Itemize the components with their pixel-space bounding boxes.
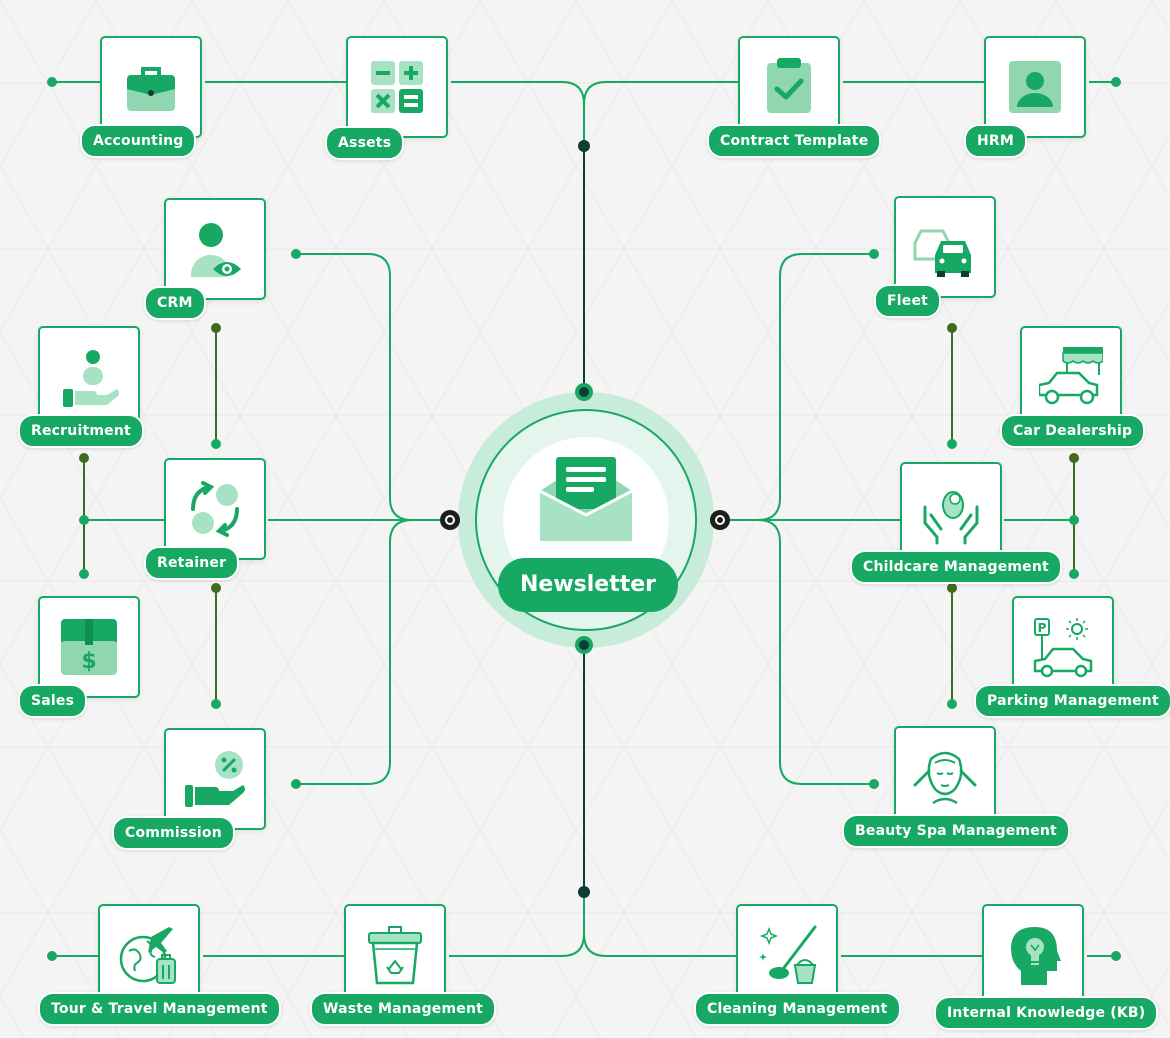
- module-beauty-spa[interactable]: [894, 726, 996, 828]
- svg-text:P: P: [1038, 621, 1047, 635]
- module-waste-label[interactable]: Waste Management: [310, 992, 497, 1026]
- module-retainer[interactable]: [164, 458, 266, 560]
- module-parking[interactable]: P: [1012, 596, 1114, 698]
- module-fleet[interactable]: [894, 196, 996, 298]
- module-assets-label[interactable]: Assets: [325, 126, 405, 160]
- module-fleet-label[interactable]: Fleet: [874, 284, 942, 318]
- module-tour-travel-label[interactable]: Tour & Travel Management: [38, 992, 281, 1026]
- spa-face-icon: [913, 751, 977, 805]
- clipboard-check-icon: [767, 58, 811, 113]
- module-tour-travel[interactable]: [98, 904, 200, 1006]
- module-sales-label[interactable]: Sales: [18, 684, 88, 718]
- cycle-icon: [191, 481, 239, 537]
- module-crm[interactable]: [164, 198, 266, 300]
- module-commission-label[interactable]: Commission: [112, 816, 235, 850]
- module-beauty-spa-label[interactable]: Beauty Spa Management: [842, 814, 1070, 848]
- calculator-icon: [371, 61, 423, 113]
- car-shop-icon: [1039, 347, 1103, 405]
- module-contract-template[interactable]: [738, 36, 840, 138]
- module-contract-template-label[interactable]: Contract Template: [707, 124, 882, 158]
- globe-plane-icon: [119, 927, 176, 984]
- svg-text:$: $: [81, 649, 96, 674]
- envelope-letter-icon: [539, 457, 633, 541]
- module-parking-label[interactable]: Parking Management: [974, 684, 1170, 718]
- module-internal-kb-label[interactable]: Internal Knowledge (KB): [934, 996, 1159, 1030]
- parking-car-icon: P: [1033, 618, 1093, 678]
- recycle-bin-icon: [368, 926, 422, 985]
- module-cleaning[interactable]: [736, 904, 838, 1006]
- module-childcare[interactable]: [900, 462, 1002, 564]
- module-assets[interactable]: [346, 36, 448, 138]
- briefcase-icon: [127, 67, 175, 111]
- module-commission[interactable]: [164, 728, 266, 830]
- cleaning-bucket-icon: [759, 925, 817, 984]
- module-car-dealership-label[interactable]: Car Dealership: [1000, 414, 1146, 448]
- module-sales[interactable]: $: [38, 596, 140, 698]
- hand-percent-icon: [185, 751, 245, 807]
- module-cleaning-label[interactable]: Cleaning Management: [694, 992, 901, 1026]
- module-accounting[interactable]: [100, 36, 202, 138]
- baby-hands-icon: [923, 491, 979, 545]
- module-car-dealership[interactable]: [1020, 326, 1122, 428]
- box-dollar-icon: $: [61, 619, 117, 675]
- module-crm-label[interactable]: CRM: [144, 286, 206, 320]
- head-bulb-icon: [1011, 927, 1061, 985]
- module-internal-kb[interactable]: [982, 904, 1084, 1006]
- module-hrm[interactable]: [984, 36, 1086, 138]
- module-waste[interactable]: [344, 904, 446, 1006]
- user-badge-icon: [1009, 61, 1061, 113]
- module-accounting-label[interactable]: Accounting: [80, 124, 197, 158]
- module-hrm-label[interactable]: HRM: [964, 124, 1028, 158]
- module-retainer-label[interactable]: Retainer: [144, 546, 240, 580]
- cars-icon: [913, 229, 971, 277]
- hand-user-icon: [63, 350, 119, 407]
- module-recruitment[interactable]: [38, 326, 140, 428]
- module-childcare-label[interactable]: Childcare Management: [850, 550, 1062, 584]
- hub-label[interactable]: Newsletter: [498, 558, 678, 612]
- module-recruitment-label[interactable]: Recruitment: [18, 414, 144, 448]
- user-eye-icon: [190, 223, 241, 277]
